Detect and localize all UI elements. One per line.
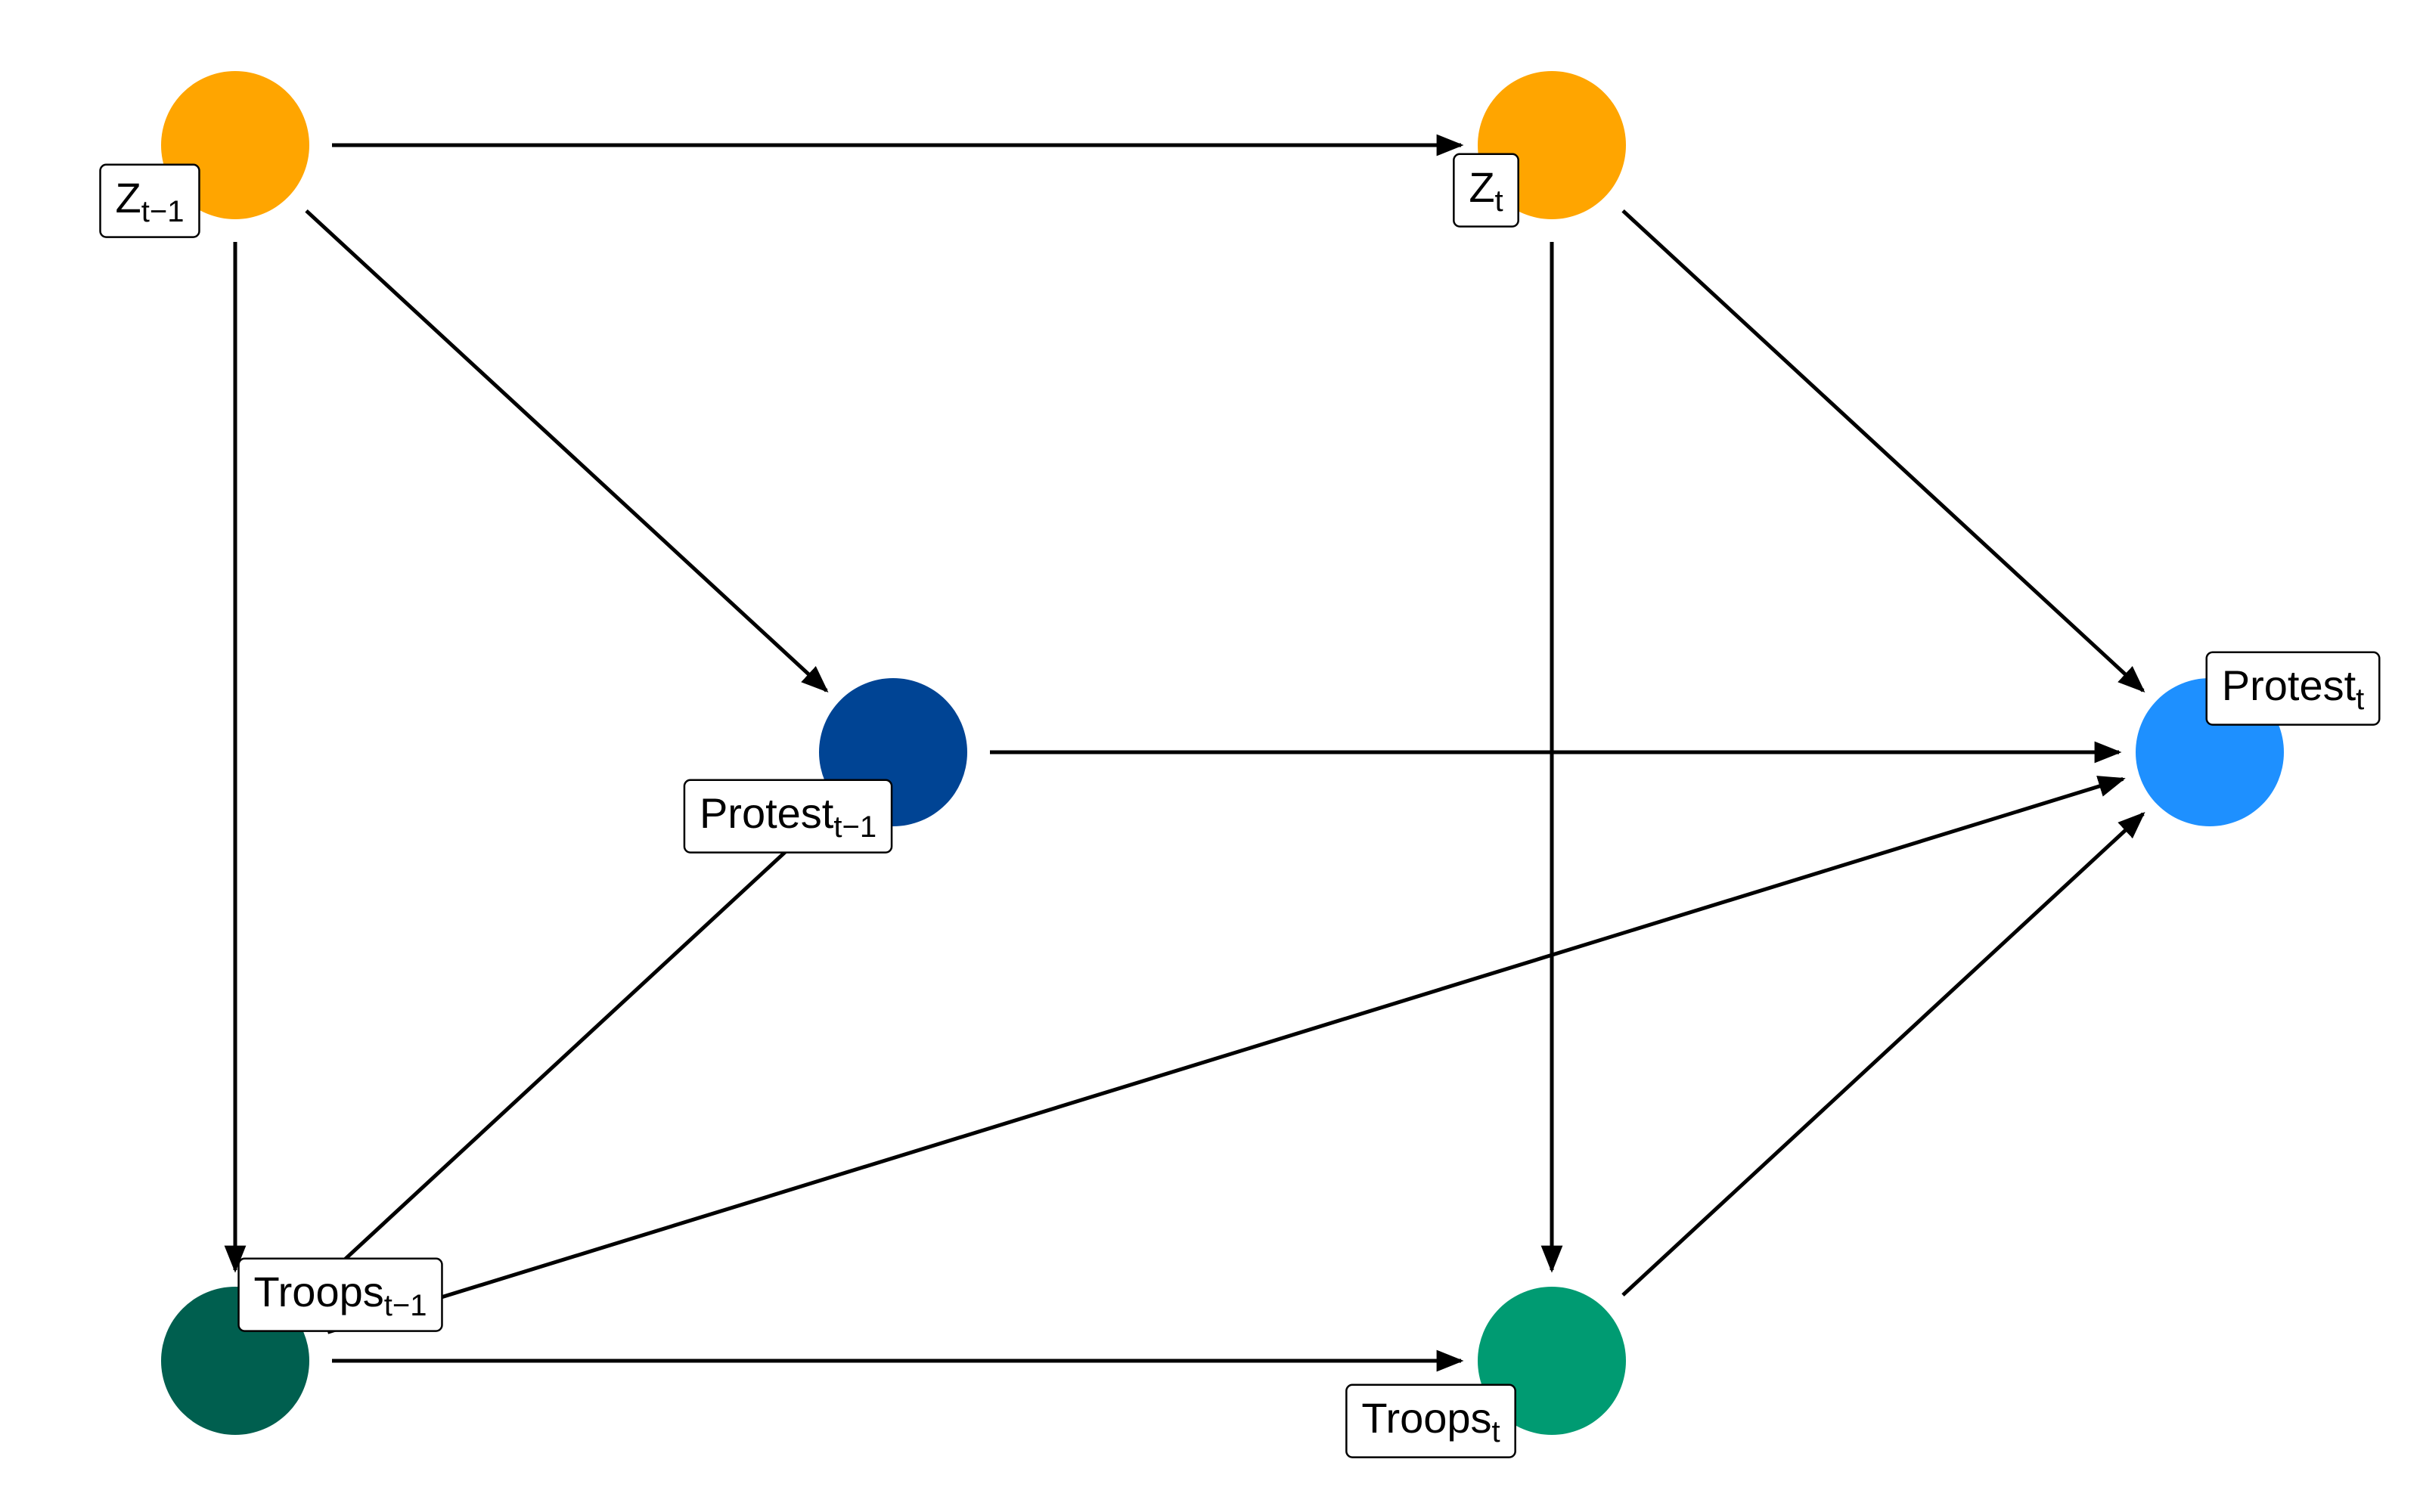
node-subscript: t−1 [384,1289,427,1322]
node-label-z-t: Zt [1453,153,1519,228]
edges-layer [224,134,2145,1372]
node-label-box [99,163,200,238]
edge-protest-prev-to-troops-prev [299,816,824,1301]
node-label-box [683,779,893,854]
node-name: Troops [254,1268,384,1315]
edge-z-prev-to-protest-prev [305,209,829,693]
node-name: Protest [2222,662,2356,709]
node-label-box [1345,1383,1516,1458]
node-label-z-prev: Zt−1 [99,163,200,238]
node-label-text: Zt [1469,163,1503,218]
node-subscript: t [1492,1415,1500,1448]
node-subscript: t−1 [141,195,185,228]
node-label-troops-prev: Troopst−1 [237,1257,443,1332]
node-subscript: t [2356,683,2364,716]
node-label-text: Troopst [1361,1394,1500,1448]
node-name: Troops [1361,1394,1491,1442]
node-label-box [237,1257,443,1332]
node-label-troops-t: Troopst [1345,1383,1516,1458]
node-name: Z [116,174,141,222]
node-label-protest-t: Protestt [2205,651,2381,726]
node-label-protest-prev: Protestt−1 [683,779,893,854]
node-label-text: Zt−1 [116,174,185,228]
node-label-box [2205,651,2381,726]
node-label-text: Protestt [2222,662,2365,716]
node-name: Protest [700,789,834,837]
edge-troops-t-to-protest-t [1621,812,2145,1297]
node-label-text: Protestt−1 [700,789,876,844]
edge-troops-prev-to-protest-t [327,776,2126,1334]
node-subscript: t−1 [833,810,876,844]
node-label-text: Troopst−1 [254,1268,427,1322]
node-name: Z [1469,163,1494,211]
edge-z-t-to-protest-t [1621,209,2145,693]
node-subscript: t [1495,184,1503,218]
node-label-box [1453,153,1519,228]
